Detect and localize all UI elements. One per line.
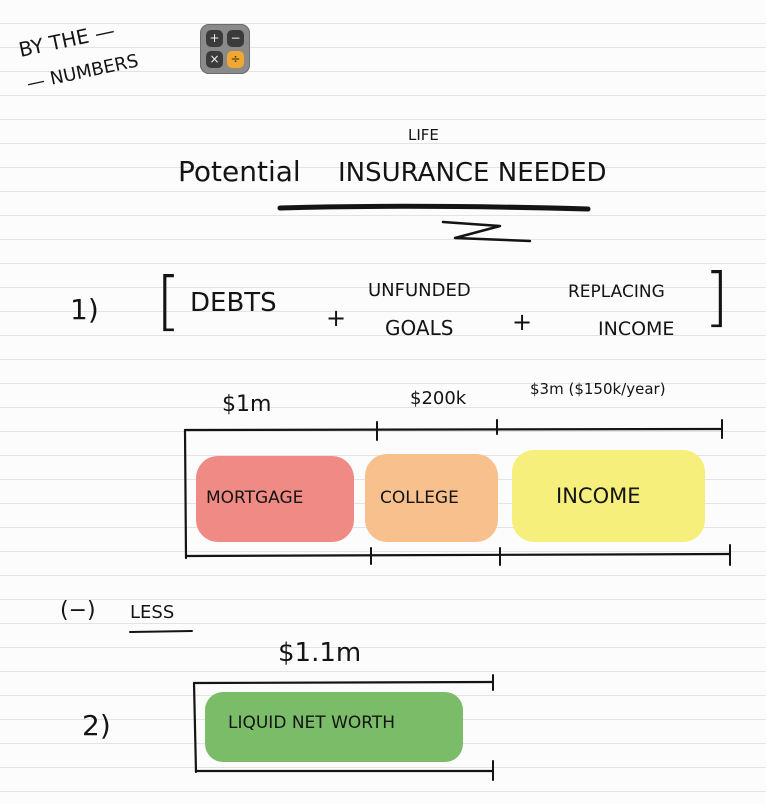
amount-debts: $1m: [222, 392, 272, 417]
less-label: Less: [130, 602, 175, 623]
step-1-number: 1): [70, 293, 99, 326]
title-squiggle: [441, 220, 532, 243]
divide-key-icon: ÷: [227, 51, 244, 68]
title-superscript: Life: [408, 126, 439, 144]
income-label: Income: [556, 484, 641, 508]
less-underline: [129, 630, 193, 633]
close-bracket: ]: [704, 261, 729, 335]
term-unfunded: Unfunded: [368, 280, 471, 301]
title-main-right: Insurance Needed: [338, 158, 607, 188]
plus-sign-2: +: [512, 308, 533, 336]
title-main-left: Potential: [178, 155, 301, 188]
term-goals: Goals: [385, 316, 454, 340]
amount-goals: $200k: [410, 388, 467, 409]
mortgage-label: Mortgage: [206, 488, 304, 508]
plus-sign-1: +: [326, 304, 347, 332]
open-bracket: [: [156, 265, 181, 339]
mortgage-box: [196, 456, 354, 542]
frame-left: [183, 428, 188, 560]
amount-net-worth: $1.1m: [278, 638, 362, 668]
college-box: [365, 454, 498, 542]
college-label: College: [380, 488, 459, 508]
top-ruler: [183, 427, 724, 432]
calculator-icon: + − × ÷: [200, 24, 250, 74]
step-2-number: 2): [82, 709, 111, 742]
networth-frame-top: [192, 680, 495, 685]
income-box: [512, 450, 705, 542]
term-income: Income: [598, 318, 675, 340]
liquid-net-worth-label: Liquid Net Worth: [228, 713, 395, 733]
term-replacing: Replacing: [568, 282, 665, 302]
plus-key-icon: +: [206, 30, 223, 47]
bottom-ruler: [184, 552, 732, 558]
liquid-net-worth-box: [205, 692, 463, 762]
networth-frame-left: [192, 681, 198, 774]
amount-income: $3m ($150k/year): [530, 380, 666, 398]
multiply-key-icon: ×: [206, 51, 223, 68]
term-debts: Debts: [190, 288, 277, 318]
minus-symbol: (−): [60, 598, 96, 623]
title-underline: [277, 203, 591, 212]
minus-key-icon: −: [227, 30, 244, 47]
